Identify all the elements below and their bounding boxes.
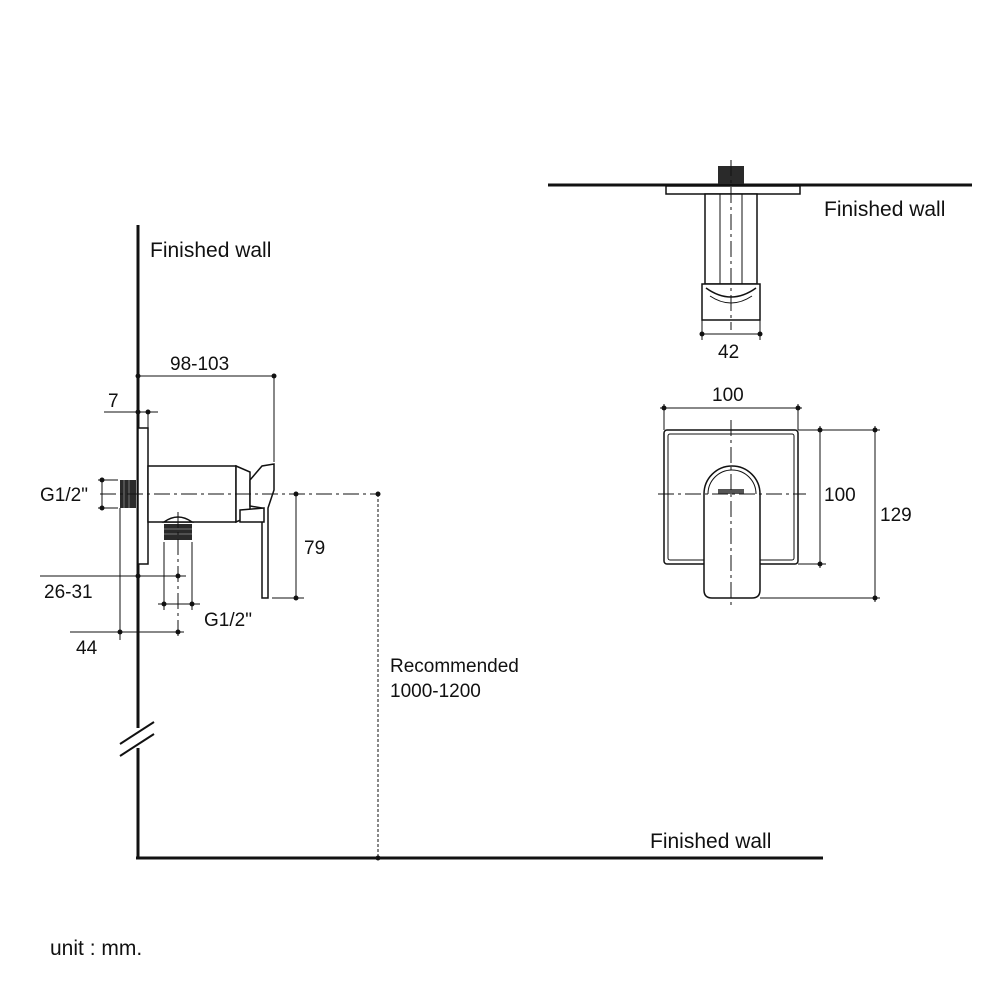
dimension-79-label: 79 [304,538,325,559]
front-logo [718,489,744,494]
dimension-inlet-g12: G1/2" [40,477,118,511]
dimension-44-label: 44 [76,638,98,659]
dimension-42: 42 [699,320,763,363]
front-view: 100 100 129 [658,385,912,606]
dimension-recommended-height: Recommended 1000-1200 [375,491,519,861]
dimension-outlet-g12-label: G1/2" [204,610,252,631]
finished-wall-side-label: Finished wall [150,239,271,262]
dimension-outlet-g12: G1/2" [158,542,252,631]
break-symbol [119,721,156,757]
dimension-79: 79 [272,491,325,601]
dimension-front-height-129-label: 129 [880,505,912,526]
unit-note: unit : mm. [50,937,142,960]
front-handle [703,465,761,599]
dimension-42-label: 42 [718,342,739,363]
dimension-front-width-100: 100 [660,385,802,430]
dimension-26-31-label: 26-31 [44,582,93,603]
dimension-inlet-g12-label: G1/2" [40,485,88,506]
mixer-side-body [137,427,275,599]
dimension-front-width-100-label: 100 [712,385,744,406]
top-view: 42 Finished wall [548,160,972,363]
finished-wall-floor-label: Finished wall [650,830,771,853]
dimension-front-height-129: 129 [760,426,912,602]
finished-wall-top-label: Finished wall [824,198,945,221]
dimension-front-height-100: 100 [798,426,856,568]
dimension-7-label: 7 [108,391,119,412]
recommended-label-line1: Recommended [390,656,519,677]
dimension-98-103: 98-103 [135,354,277,462]
side-view: 98-103 7 G1/2" 26-31 [40,225,823,861]
dimension-26-31: 26-31 [40,560,186,640]
dimension-98-103-label: 98-103 [170,354,229,375]
dimension-front-height-100-label: 100 [824,485,856,506]
top-view-plate [665,185,801,195]
dimension-7: 7 [104,391,158,428]
recommended-label-line2: 1000-1200 [390,681,481,702]
dimension-44: 44 [70,508,184,659]
